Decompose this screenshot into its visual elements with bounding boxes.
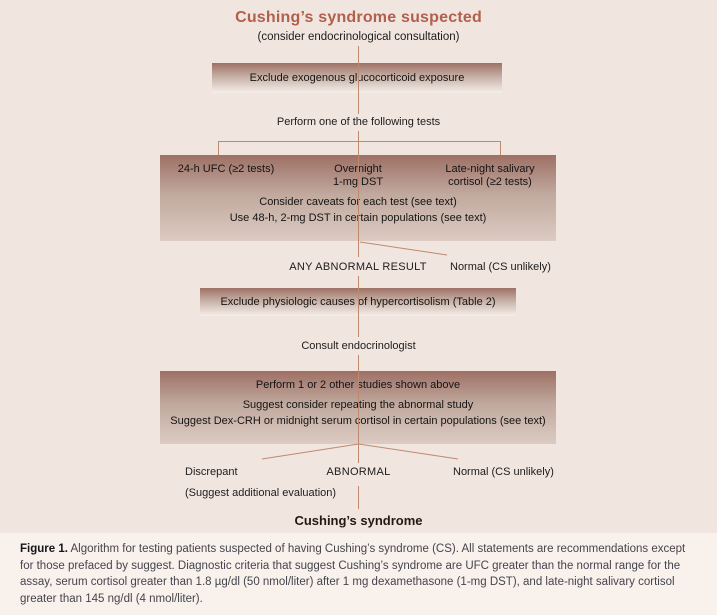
studies-line1: Perform 1 or 2 other studies shown above [255, 379, 461, 391]
confirmatory-studies-box: Perform 1 or 2 other studies shown above… [160, 371, 556, 444]
final-diagnosis-label: Cushing’s syndrome [294, 513, 423, 528]
test-salivary-label: Late-night salivary cortisol (≥2 tests) [445, 163, 535, 188]
test-ufc-label: 24-h UFC (≥2 tests) [177, 163, 275, 175]
test-dst-label: Overnight 1-mg DST [332, 163, 384, 188]
step-exclude-physiologic-label: Exclude physiologic causes of hypercorti… [220, 295, 496, 308]
studies-line3: Suggest Dex-CRH or midnight serum cortis… [170, 415, 546, 427]
studies-line2: Suggest consider repeating the abnormal … [242, 399, 474, 411]
step-exclude-physiologic-box: Exclude physiologic causes of hypercorti… [200, 288, 516, 316]
figure-caption: Figure 1. Algorithm for testing patients… [20, 541, 698, 607]
screening-tests-columns: 24-h UFC (≥2 tests) Overnight 1-mg DST L… [160, 163, 556, 189]
tests-caveat-note: Consider caveats for each test (see text… [259, 196, 457, 208]
figure-caption-label: Figure 1. [20, 543, 68, 555]
page-title: Cushing’s syndrome suspected [235, 9, 482, 26]
branch2-discrepant-note: (Suggest additional evaluation) [185, 487, 337, 499]
screening-tests-box: 24-h UFC (≥2 tests) Overnight 1-mg DST L… [160, 155, 556, 241]
step-exclude-exogenous-label: Exclude exogenous glucocorticoid exposur… [249, 71, 465, 84]
tests-dst48-note: Use 48-h, 2-mg DST in certain population… [229, 212, 487, 224]
branch2-abnormal-label: ABNORMAL [326, 466, 391, 478]
page-subtitle: (consider endocrinological consultation) [257, 31, 460, 43]
branch2-discrepant-label: Discrepant [185, 466, 238, 478]
consult-endocrinologist-label: Consult endocrinologist [301, 340, 416, 352]
caption-band [0, 533, 717, 615]
figure-caption-text: Algorithm for testing patients suspected… [20, 543, 686, 605]
branch2-normal-label: Normal (CS unlikely) [453, 466, 554, 478]
step-exclude-exogenous-box: Exclude exogenous glucocorticoid exposur… [212, 63, 502, 93]
perform-tests-label: Perform one of the following tests [276, 116, 441, 128]
branch1-normal-label: Normal (CS unlikely) [450, 261, 551, 273]
branch1-abnormal-label: ANY ABNORMAL RESULT [289, 261, 427, 273]
